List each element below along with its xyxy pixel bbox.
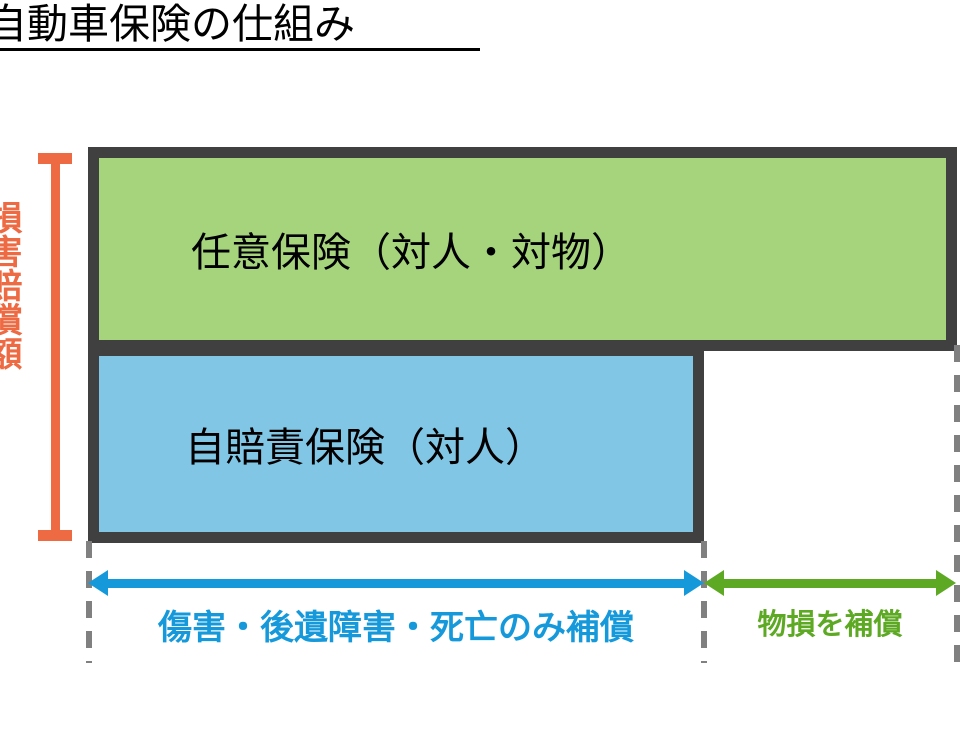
bracket-stem <box>51 153 60 541</box>
voluntary-insurance-box: 任意保険（対人・対物） <box>88 147 957 351</box>
voluntary-insurance-label: 任意保険（対人・対物） <box>191 230 631 276</box>
guide-line-middle <box>701 541 707 663</box>
page-title-text: 自動車保険の仕組み <box>0 0 355 48</box>
arrow-head-left-icon <box>704 570 724 596</box>
bracket-bottom-cap <box>38 530 72 541</box>
injury-coverage-caption: 傷害・後遺障害・死亡のみ補償 <box>158 608 634 648</box>
property-coverage-arrow <box>704 570 956 596</box>
arrow-head-left-icon <box>88 570 108 596</box>
guide-line-left <box>86 541 92 663</box>
arrow-shaft <box>722 579 938 588</box>
title-underline <box>0 48 480 51</box>
compulsory-insurance-label: 自賠責保険（対人） <box>185 425 545 471</box>
property-coverage-caption: 物損を補償 <box>757 607 903 641</box>
page-title: 自動車保険の仕組み <box>0 2 506 46</box>
arrow-shaft <box>106 579 686 588</box>
arrow-head-right-icon <box>684 570 704 596</box>
vertical-axis-label: 損害賠償額 <box>0 200 22 370</box>
injury-coverage-arrow <box>88 570 704 596</box>
arrow-head-right-icon <box>936 570 956 596</box>
compulsory-insurance-box: 自賠責保険（対人） <box>88 345 704 543</box>
damage-amount-bracket <box>38 153 72 541</box>
guide-line-right <box>954 345 960 663</box>
